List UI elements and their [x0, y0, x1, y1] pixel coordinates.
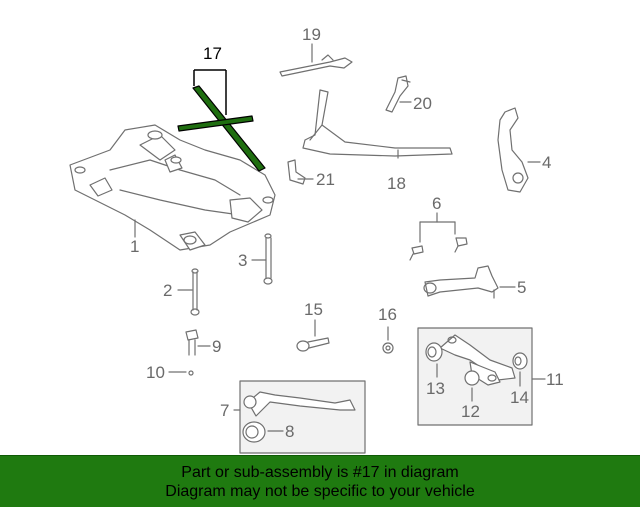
callout-15: 15	[304, 300, 323, 319]
callout-21: 21	[316, 170, 335, 189]
callout-11: 11	[546, 370, 564, 389]
brace-part-18[interactable]	[302, 89, 453, 157]
callout-1: 1	[130, 237, 140, 256]
banner-line-1: Part or sub-assembly is #17 in diagram	[181, 464, 459, 481]
callout-6: 6	[432, 194, 442, 213]
bushing-part-12[interactable]	[464, 370, 480, 386]
callout-20: 20	[413, 94, 432, 113]
bolt-part-15[interactable]	[296, 337, 330, 352]
callout-14: 14	[510, 388, 529, 407]
info-banner: Part or sub-assembly is #17 in diagram D…	[0, 455, 640, 507]
callout-7: 7	[220, 401, 230, 420]
nut-part-16[interactable]	[382, 342, 394, 354]
callout-18: 18	[387, 174, 406, 193]
callout-17: 17	[203, 44, 222, 63]
bushing-part-8[interactable]	[242, 421, 266, 443]
highlight-part-17[interactable]	[177, 85, 266, 172]
callout-19: 19	[302, 25, 321, 44]
bolt-part-3[interactable]	[263, 233, 273, 285]
ball-joint-part-6[interactable]	[409, 237, 468, 261]
leader-lines-17	[193, 69, 227, 115]
callout-5: 5	[517, 278, 527, 297]
link-part-19[interactable]	[279, 54, 353, 77]
bolt-part-9[interactable]	[185, 329, 199, 356]
callout-2: 2	[163, 281, 173, 300]
subframe-part-1[interactable]	[69, 124, 276, 251]
callout-9: 9	[212, 337, 222, 356]
leader-lines	[134, 43, 546, 432]
callout-3: 3	[238, 251, 248, 270]
bushing-part-14[interactable]	[512, 352, 528, 370]
bolt-part-2[interactable]	[190, 268, 200, 316]
callout-16: 16	[378, 305, 397, 324]
bushing-part-13[interactable]	[425, 342, 443, 362]
callout-8: 8	[285, 422, 295, 441]
nut-part-10[interactable]	[188, 370, 194, 376]
callout-13: 13	[426, 379, 445, 398]
knuckle-part-4[interactable]	[497, 107, 529, 193]
callout-12: 12	[461, 402, 480, 421]
bracket-part-21[interactable]	[287, 159, 306, 185]
bracket-part-20[interactable]	[385, 75, 411, 113]
callout-10: 10	[146, 363, 165, 382]
upper-arm-part-5[interactable]	[423, 265, 499, 299]
parts-diagram	[69, 43, 546, 454]
lower-arm-group-7[interactable]	[239, 380, 366, 454]
banner-line-2: Diagram may not be specific to your vehi…	[165, 483, 475, 500]
callout-4: 4	[542, 153, 552, 172]
